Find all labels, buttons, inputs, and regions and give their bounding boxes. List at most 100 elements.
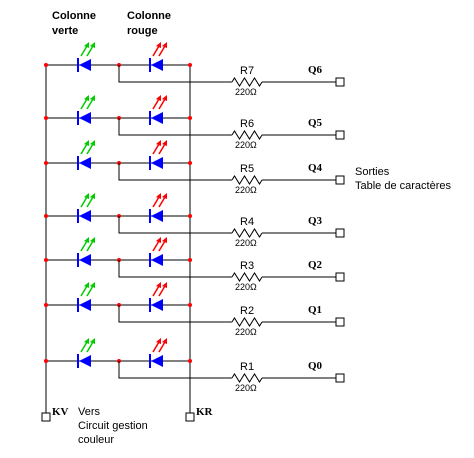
output-label: Q6 xyxy=(308,64,323,76)
outputs-note-line2: Table de caractères xyxy=(355,180,451,192)
resistor-value: 220Ω xyxy=(235,282,257,292)
red-6-light-arrowhead xyxy=(162,338,167,344)
resistor-value: 220Ω xyxy=(235,383,257,393)
red-column-header-line2: rouge xyxy=(127,25,158,37)
green-2-light-arrowhead xyxy=(90,140,95,146)
green-2-led-icon xyxy=(79,157,91,169)
kv-node xyxy=(44,63,48,67)
green-5-light-arrowhead xyxy=(90,282,95,288)
r3-resistor-icon xyxy=(231,272,263,282)
green-4-light-arrowhead xyxy=(84,237,89,243)
red-4-led-icon xyxy=(151,254,163,266)
kv-node xyxy=(44,303,48,307)
output-terminal xyxy=(335,77,345,87)
red-2-light-arrow xyxy=(152,143,160,155)
r6-resistor-icon xyxy=(231,130,263,140)
output-wire xyxy=(118,118,232,136)
green-4-light-arrow xyxy=(80,240,88,252)
red-2-light-arrowhead xyxy=(162,140,167,146)
red-3-light-arrow xyxy=(152,196,160,208)
red-5-led-icon xyxy=(151,299,163,311)
green-2-light-arrow xyxy=(80,143,88,155)
green-3-light-arrow xyxy=(80,196,88,208)
red-1-light-arrow xyxy=(152,98,160,110)
resistor-value: 220Ω xyxy=(235,238,257,248)
red-0-led-icon xyxy=(151,59,163,71)
kr-terminal xyxy=(185,412,195,422)
output-label: Q2 xyxy=(308,259,323,271)
red-6-light-arrow xyxy=(152,341,160,353)
output-label: Q1 xyxy=(308,304,322,316)
red-1-led-icon xyxy=(151,112,163,124)
kr-node xyxy=(188,63,192,67)
green-3-light-arrowhead xyxy=(90,193,95,199)
row-q2: R3 220Ω Q2 xyxy=(44,237,345,292)
green-4-light-arrowhead xyxy=(90,237,95,243)
kv-node xyxy=(44,359,48,363)
bottom-note-line1: Vers xyxy=(78,406,101,418)
kv-terminal xyxy=(41,412,51,422)
red-0-light-arrowhead xyxy=(162,42,167,48)
row-q3: R4 220Ω Q3 xyxy=(44,193,345,248)
green-0-led-icon xyxy=(79,59,91,71)
red-column-header-line1: Colonne xyxy=(127,10,171,22)
green-2-light-arrowhead xyxy=(84,140,89,146)
resistor-label: R3 xyxy=(240,260,254,272)
kr-node xyxy=(188,161,192,165)
green-0-light-arrowhead xyxy=(90,42,95,48)
green-4-light-arrow xyxy=(86,240,94,252)
output-wire xyxy=(118,305,232,323)
red-3-led-icon xyxy=(151,210,163,222)
red-5-light-arrow xyxy=(158,285,166,297)
r5-resistor-icon xyxy=(231,175,263,185)
output-label: Q3 xyxy=(308,215,323,227)
output-label: Q0 xyxy=(308,360,323,372)
green-6-light-arrowhead xyxy=(84,338,89,344)
red-4-light-arrowhead xyxy=(162,237,167,243)
resistor-value: 220Ω xyxy=(235,327,257,337)
green-3-led-icon xyxy=(79,210,91,222)
kr-node xyxy=(188,359,192,363)
green-6-light-arrow xyxy=(86,341,94,353)
red-3-light-arrowhead xyxy=(156,193,161,199)
green-0-light-arrowhead xyxy=(84,42,89,48)
green-5-light-arrow xyxy=(86,285,94,297)
green-5-light-arrow xyxy=(80,285,88,297)
green-1-light-arrowhead xyxy=(84,95,89,101)
row-q5: R6 220Ω Q5 xyxy=(44,95,345,150)
green-1-light-arrow xyxy=(80,98,88,110)
red-6-light-arrowhead xyxy=(156,338,161,344)
red-5-light-arrowhead xyxy=(156,282,161,288)
kv-label: KV xyxy=(52,406,69,418)
kr-node xyxy=(188,214,192,218)
green-0-light-arrow xyxy=(80,45,88,57)
resistor-label: R6 xyxy=(240,118,254,130)
red-5-light-arrowhead xyxy=(162,282,167,288)
green-1-light-arrow xyxy=(86,98,94,110)
outputs-note-line1: Sorties xyxy=(355,166,390,178)
resistor-label: R1 xyxy=(240,361,254,373)
output-wire xyxy=(118,260,232,278)
kr-node xyxy=(188,303,192,307)
output-label: Q4 xyxy=(308,162,323,174)
green-0-light-arrow xyxy=(86,45,94,57)
green-6-light-arrowhead xyxy=(90,338,95,344)
green-3-light-arrow xyxy=(86,196,94,208)
kv-node xyxy=(44,214,48,218)
kr-label: KR xyxy=(196,406,214,418)
green-4-led-icon xyxy=(79,254,91,266)
resistor-label: R7 xyxy=(240,65,254,77)
green-3-light-arrowhead xyxy=(84,193,89,199)
output-label: Q5 xyxy=(308,117,323,129)
green-6-led-icon xyxy=(79,355,91,367)
red-2-light-arrowhead xyxy=(156,140,161,146)
red-3-light-arrow xyxy=(158,196,166,208)
red-5-light-arrow xyxy=(152,285,160,297)
resistor-label: R4 xyxy=(240,216,254,228)
green-column-header-line2: verte xyxy=(52,25,78,37)
resistor-value: 220Ω xyxy=(235,140,257,150)
green-1-led-icon xyxy=(79,112,91,124)
